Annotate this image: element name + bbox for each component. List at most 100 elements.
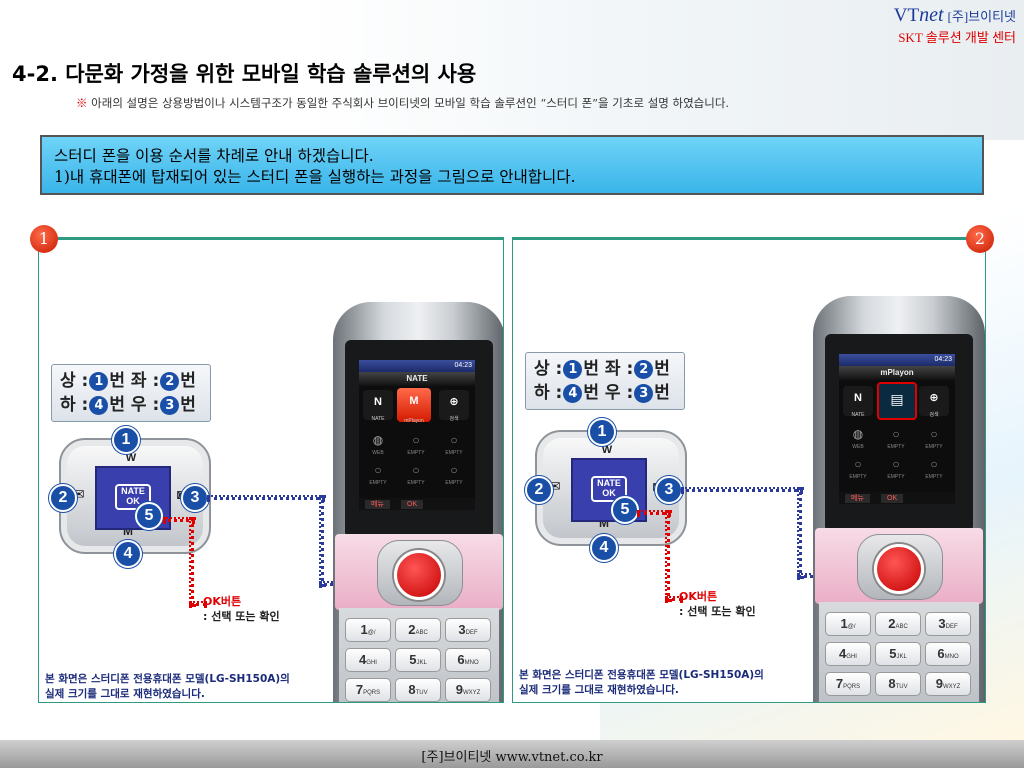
empty-slot[interactable]: ○EMPTY [439, 460, 469, 486]
badge-4: 4 [114, 540, 142, 568]
badge-1: 1 [588, 418, 616, 446]
note-mark: ※ [76, 96, 88, 110]
key-sub: DEF [465, 630, 478, 636]
key-sub: @/ [367, 630, 376, 636]
empty-label: EMPTY [445, 480, 463, 486]
key-1[interactable]: 1@/ [345, 618, 391, 642]
key-4[interactable]: 4GHI [825, 642, 871, 666]
empty-slot[interactable]: ○EMPTY [881, 424, 911, 450]
empty-label: EMPTY [925, 444, 943, 450]
keypad: 1@/ 2ABC 3DEF 4GHI 5JKL 6MNO 7PQRS 8TUV … [339, 608, 499, 702]
badge-3: 3 [655, 476, 683, 504]
key-digit: 7 [355, 682, 364, 697]
empty-slot[interactable]: ○EMPTY [919, 424, 949, 450]
guide-suffix: 번 [654, 383, 670, 403]
guide-suffix: 번 [180, 371, 196, 391]
navpad-bottom-symbol: M [599, 516, 609, 530]
key-5[interactable]: 5JKL [875, 642, 921, 666]
guide-suffix: 번 [654, 359, 670, 379]
key-7[interactable]: 7PQRS [345, 678, 391, 702]
empty-label: EMPTY [407, 480, 425, 486]
web-app-icon[interactable]: ◍WEB [843, 424, 873, 450]
empty-slot[interactable]: ○EMPTY [401, 430, 431, 456]
key-digit: 9 [935, 676, 943, 691]
key-7[interactable]: 7PQRS [825, 672, 871, 696]
status-bar: 04:23 [839, 354, 955, 366]
key-sub: GHI [846, 654, 857, 660]
key-3[interactable]: 3DEF [445, 618, 491, 642]
key-sub: MNO [944, 654, 959, 660]
connector-line [319, 495, 324, 587]
soft-ok[interactable]: OK [401, 500, 424, 509]
key-digit: 5 [409, 652, 417, 667]
soft-menu[interactable]: 메뉴 [365, 500, 390, 509]
key-digit: 1 [360, 622, 368, 637]
note-text: 아래의 설명은 상용방법이나 시스템구조가 동일한 주식회사 브이티넷의 모바일… [91, 96, 730, 110]
caption: 본 화면은 스터디폰 전용휴대폰 모델(LG-SH150A)의 실제 크기를 그… [519, 668, 764, 698]
guide-left-label: 좌 [130, 371, 147, 391]
key-digit: 3 [938, 616, 946, 631]
study-phone-app-icon[interactable]: ▤ [877, 382, 917, 420]
empty-slot[interactable]: ○EMPTY [843, 454, 873, 480]
guide-suffix: 번 [109, 395, 125, 415]
header-band [0, 0, 1024, 140]
key-6[interactable]: 6MNO [925, 642, 971, 666]
key-sub: JKL [416, 660, 427, 666]
empty-slot[interactable]: ○EMPTY [363, 460, 393, 486]
key-6[interactable]: 6MNO [445, 648, 491, 672]
badge-5: 5 [135, 502, 163, 530]
ok-label-title: OK버튼 [679, 590, 718, 603]
caption-line-2: 실제 크기를 그대로 재현하였습니다. [519, 684, 679, 696]
brand-logo: VTnet [주]브이티넷 SKT 솔루션 개발 센터 [894, 4, 1016, 46]
search-app-icon[interactable]: ⊕검색 [919, 386, 949, 418]
key-2[interactable]: 2ABC [395, 618, 441, 642]
key-9[interactable]: 9WXYZ [925, 672, 971, 696]
key-9[interactable]: 9WXYZ [445, 678, 491, 702]
brand-main: VT [893, 5, 920, 26]
key-4[interactable]: 4GHI [345, 648, 391, 672]
key-5[interactable]: 5JKL [395, 648, 441, 672]
badge-4: 4 [590, 534, 618, 562]
caption: 본 화면은 스터디폰 전용휴대폰 모델(LG-SH150A)의 실제 크기를 그… [45, 672, 290, 702]
key-sub: WXYZ [462, 690, 481, 696]
key-3[interactable]: 3DEF [925, 612, 971, 636]
empty-slot[interactable]: ○EMPTY [919, 454, 949, 480]
caption-line-2: 실제 크기를 그대로 재현하였습니다. [45, 688, 205, 700]
badge-2: 2 [49, 484, 77, 512]
empty-slot[interactable]: ○EMPTY [881, 454, 911, 480]
key-digit: 5 [889, 646, 897, 661]
ok-label: OK버튼 : 선택 또는 확인 [679, 589, 756, 619]
ok-button[interactable] [874, 544, 924, 594]
key-1[interactable]: 1@/ [825, 612, 871, 636]
badge-5: 5 [611, 496, 639, 524]
key-digit: 7 [835, 676, 844, 691]
status-bar: 04:23 [359, 360, 475, 372]
empty-slot[interactable]: ○EMPTY [439, 430, 469, 456]
note: ※ 아래의 설명은 상용방법이나 시스템구조가 동일한 주식회사 브이티넷의 모… [76, 95, 729, 111]
soft-ok[interactable]: OK [881, 494, 904, 503]
key-digit: 6 [937, 646, 945, 661]
key-8[interactable]: 8TUV [395, 678, 441, 702]
web-app-icon[interactable]: ◍WEB [363, 430, 393, 456]
empty-slot[interactable]: ○EMPTY [401, 460, 431, 486]
guide-suffix: 번 [180, 395, 196, 415]
soft-menu[interactable]: 메뉴 [845, 494, 870, 503]
ok-connector-line [665, 596, 683, 601]
guide-num-1: 1 [563, 359, 583, 379]
search-app-icon[interactable]: ⊕검색 [439, 390, 469, 422]
search-icon: ⊕ [449, 396, 459, 408]
key-8[interactable]: 8TUV [875, 672, 921, 696]
ok-button[interactable] [394, 550, 444, 600]
footer: [주]브이티넷 www.vtnet.co.kr [0, 740, 1024, 768]
key-2[interactable]: 2ABC [875, 612, 921, 636]
navpad-bottom-symbol: M [123, 524, 133, 538]
guide-up-label: 상 [534, 359, 550, 379]
guide-down-label: 하 [534, 383, 550, 403]
step2-line [512, 237, 972, 239]
